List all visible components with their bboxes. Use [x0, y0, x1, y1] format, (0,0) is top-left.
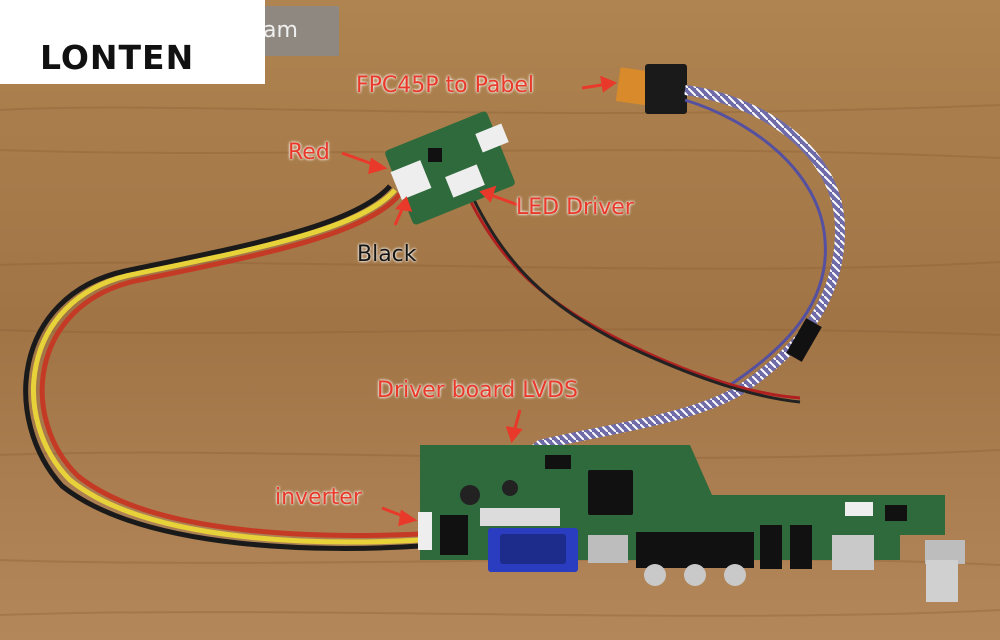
- lvds-cable: [516, 85, 846, 466]
- label-inverter: inverter: [275, 485, 362, 510]
- led-driver-wires: [468, 199, 801, 400]
- annotation-arrows: [341, 75, 618, 527]
- logo-box: [0, 0, 265, 84]
- label-fpc: FPC45P to Pabel: [356, 73, 534, 98]
- label-red: Red: [288, 140, 330, 165]
- tag-fragment: am: [263, 18, 298, 43]
- label-led-driver: LED Driver: [516, 195, 634, 220]
- main-driver-board: [418, 445, 965, 602]
- label-driver-lvds: Driver board LVDS: [377, 378, 579, 403]
- fpc-connector: [615, 64, 687, 114]
- brand-logo: LONTEN: [40, 38, 195, 77]
- label-black: Black: [357, 242, 417, 267]
- inverter-cable: [23, 184, 421, 551]
- led-driver-board: [385, 111, 515, 225]
- gray-tag-box: [265, 6, 339, 56]
